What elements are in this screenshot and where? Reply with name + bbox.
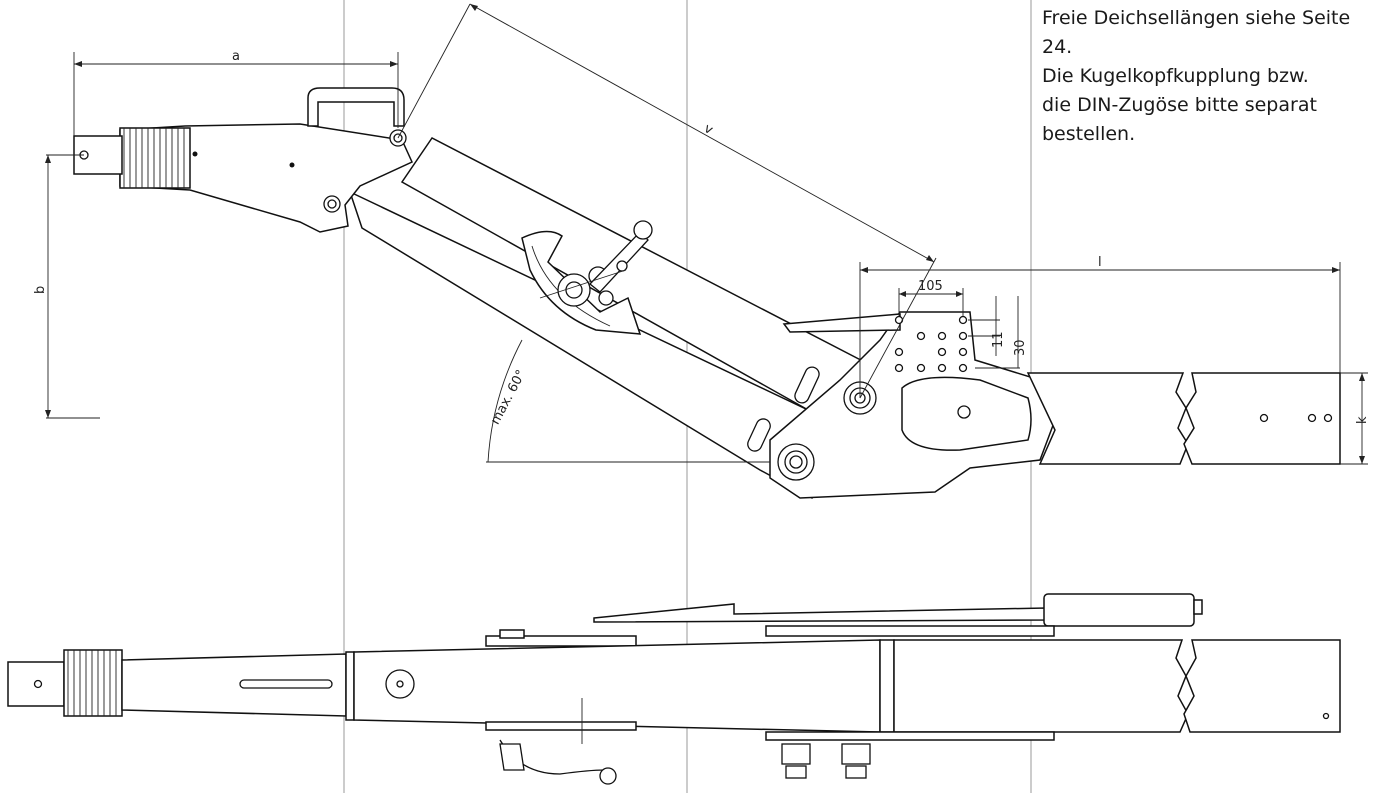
housing-handle <box>307 87 405 127</box>
dim-label-angle: max. 60° <box>488 368 529 428</box>
dim-label-l: l <box>1098 255 1102 270</box>
dim-label-v: v <box>701 121 715 138</box>
note-line-1: Freie Deichsellängen siehe Seite <box>1042 7 1351 29</box>
quadrant-plate <box>521 230 642 335</box>
top-drawbar <box>353 639 881 733</box>
dim-label-11: 11 <box>991 331 1006 348</box>
top-view <box>7 593 1341 785</box>
dim-label-30: 30 <box>1013 339 1028 356</box>
note-text: Freie Deichsellängen siehe Seite 24. Die… <box>1042 4 1372 149</box>
bellows <box>119 127 191 189</box>
hole-pattern <box>894 315 968 373</box>
note-line-5: bestellen. <box>1042 123 1136 145</box>
dim-label-k: k <box>1355 416 1370 424</box>
dim-label-105: 105 <box>918 279 943 294</box>
note-line-4: die DIN-Zugöse bitte separat <box>1042 94 1317 116</box>
dimension-lines <box>45 3 1368 465</box>
side-view <box>73 87 1341 500</box>
straight-drawbar <box>1026 372 1189 465</box>
note-line-2: 24. <box>1042 36 1073 58</box>
dim-label-a: a <box>232 49 240 64</box>
note-line-3: Die Kugelkopfkupplung bzw. <box>1042 65 1309 87</box>
dim-label-b: b <box>33 286 48 294</box>
